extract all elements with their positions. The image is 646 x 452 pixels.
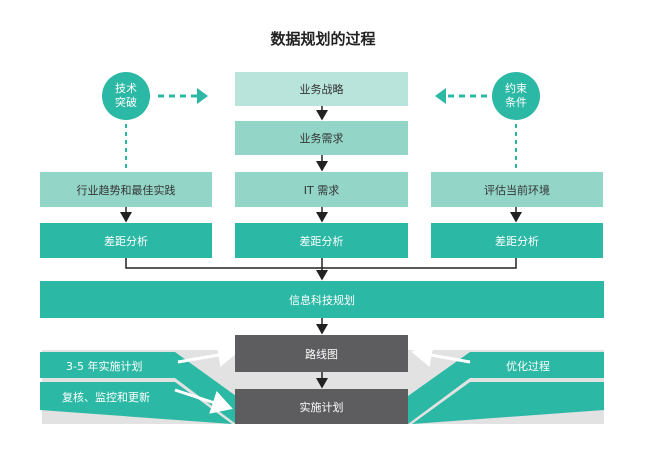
right-band [408, 352, 604, 424]
tech-breakthrough-circle: 技术 突破 [102, 72, 150, 120]
plan-3-5-years-label: 3-5 年实施计划 [66, 360, 143, 373]
right-band-arrow [411, 343, 471, 367]
implementation-box: 实施计划 [235, 389, 408, 424]
right-dash-arrow [435, 88, 446, 104]
business-demand-box: 业务需求 [235, 121, 408, 155]
circle-text-line1: 技术 [115, 82, 137, 95]
right-band-lower [412, 382, 604, 424]
it-demand-box: IT 需求 [235, 172, 408, 207]
constraints-circle: 约束 条件 [492, 72, 540, 120]
review-monitor-update-label: 复核、监控和更新 [62, 391, 150, 404]
circle-text-line2: 条件 [505, 96, 527, 109]
roadmap-box: 路线图 [235, 335, 408, 372]
left-band-arrow-down [174, 388, 233, 414]
diagram-title: 数据规划的过程 [270, 30, 376, 48]
merge-line [125, 258, 517, 269]
white-fan-cut-left [42, 336, 236, 350]
business-strategy-box: 业务战略 [235, 72, 408, 106]
left-band-upper [40, 352, 236, 424]
gap-analysis-right-box: 差距分析 [431, 223, 603, 258]
circle-text-line2: 突破 [115, 96, 137, 109]
white-fan-cut-right [408, 336, 604, 350]
left-dash-arrow [197, 88, 208, 104]
gap-analysis-center-box: 差距分析 [235, 223, 408, 258]
gap-analysis-left-box: 差距分析 [40, 223, 212, 258]
industry-trends-box: 行业趋势和最佳实践 [40, 172, 212, 207]
optimize-process-label: 优化过程 [506, 360, 550, 373]
left-band-arrow-up [177, 343, 239, 367]
it-planning-box: 信息科技规划 [40, 281, 604, 318]
circle-text-line1: 约束 [505, 82, 527, 95]
assess-environment-box: 评估当前环境 [431, 172, 603, 207]
